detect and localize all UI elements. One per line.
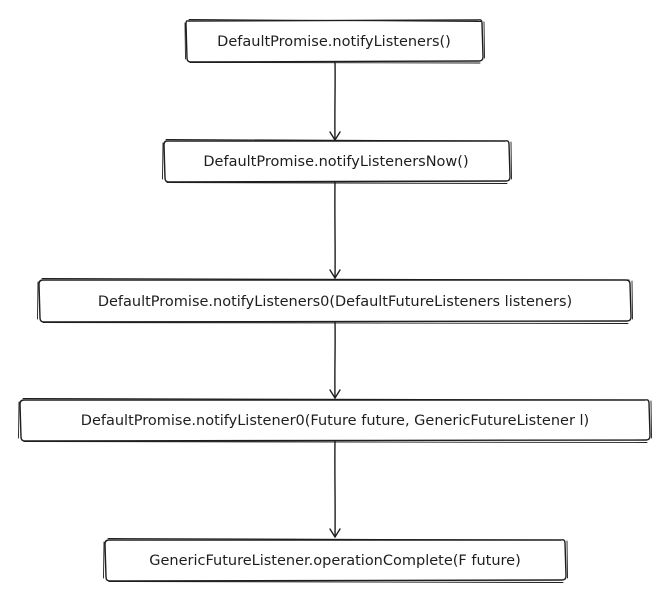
node-notify-listeners: DefaultPromise.notifyListeners(): [184, 19, 485, 64]
node-notify-listener0: DefaultPromise.notifyListener0(Future fu…: [18, 398, 652, 443]
edge-n4-n5: [329, 440, 341, 538]
node-notify-listeners0-label: DefaultPromise.notifyListeners0(DefaultF…: [98, 294, 572, 310]
node-notify-listener0-label: DefaultPromise.notifyListener0(Future fu…: [81, 413, 589, 429]
edge-n2-n3: [329, 181, 341, 279]
node-operation-complete-label: GenericFutureListener.operationComplete(…: [149, 553, 521, 569]
node-notify-listeners-now: DefaultPromise.notifyListenersNow(): [162, 139, 512, 184]
edge-n1-n2: [329, 61, 341, 141]
node-notify-listeners-label: DefaultPromise.notifyListeners(): [217, 34, 451, 50]
node-operation-complete: GenericFutureListener.operationComplete(…: [103, 538, 568, 583]
edge-n3-n4: [329, 321, 341, 399]
node-notify-listeners-now-label: DefaultPromise.notifyListenersNow(): [203, 154, 468, 170]
node-notify-listeners0: DefaultPromise.notifyListeners0(DefaultF…: [37, 278, 633, 324]
